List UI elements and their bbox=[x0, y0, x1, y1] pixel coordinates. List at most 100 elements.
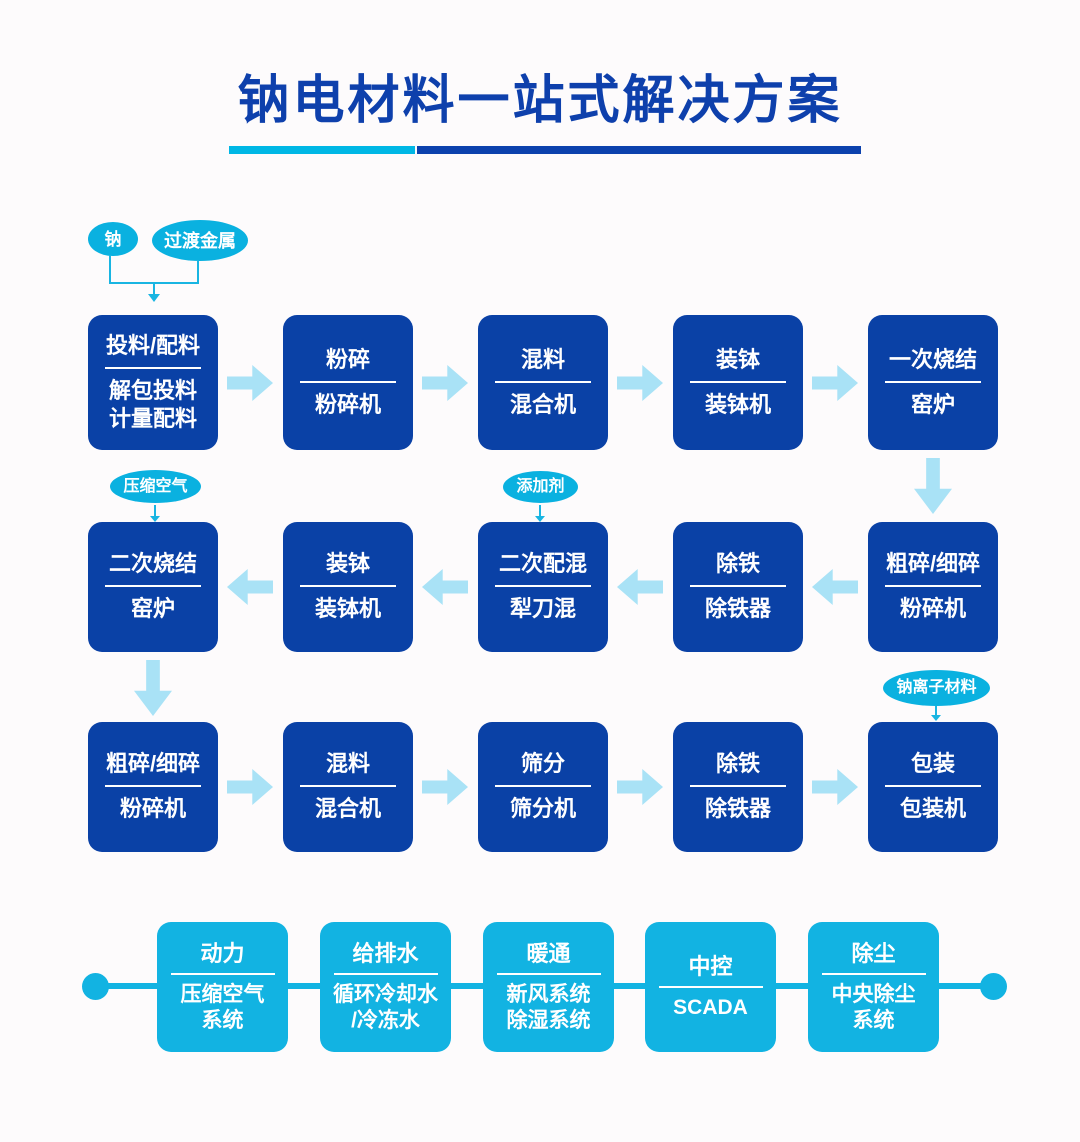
process-box-coarse-fine-crushing-2: 粗碎/细碎 粉碎机 bbox=[88, 722, 218, 852]
process-box-sagger-loading: 装钵 装钵机 bbox=[673, 315, 803, 450]
box-divider bbox=[658, 985, 763, 988]
box-title: 除铁 bbox=[715, 551, 760, 577]
box-subtitle: SCADA bbox=[673, 995, 748, 1019]
box-divider bbox=[495, 585, 591, 588]
box-title: 粉碎 bbox=[325, 346, 370, 372]
page-title: 钠电材料一站式解决方案 bbox=[237, 72, 843, 130]
flow-arrow-right-icon bbox=[812, 365, 858, 401]
flow-arrow-right-icon bbox=[422, 365, 468, 401]
box-divider bbox=[690, 585, 786, 588]
box-divider bbox=[333, 973, 438, 976]
box-divider bbox=[821, 973, 926, 976]
utilities-rail-dot-right bbox=[980, 973, 1007, 1000]
process-box-sagger-loading-2: 装钵 装钵机 bbox=[283, 522, 413, 652]
box-subtitle: 中央除尘 系统 bbox=[831, 983, 916, 1032]
box-divider bbox=[300, 785, 396, 788]
box-subtitle: 犁刀混 bbox=[509, 596, 576, 622]
mini-arrow-down-icon bbox=[149, 505, 161, 522]
box-subtitle: 包装机 bbox=[899, 796, 966, 822]
box-subtitle: 循环冷却水 /冷冻水 bbox=[333, 983, 438, 1032]
mini-arrow-down-icon bbox=[930, 706, 942, 721]
flow-arrow-right-icon bbox=[227, 769, 273, 805]
box-subtitle: 混合机 bbox=[314, 796, 381, 822]
box-divider bbox=[495, 380, 591, 383]
box-title: 混料 bbox=[520, 346, 565, 372]
flow-arrow-right-icon bbox=[422, 769, 468, 805]
merge-connector-icon bbox=[109, 255, 199, 302]
box-divider bbox=[105, 367, 201, 370]
box-divider bbox=[885, 785, 981, 788]
box-title: 二次烧结 bbox=[108, 551, 197, 577]
box-subtitle: 粉碎机 bbox=[899, 596, 966, 622]
output-oval-sodium-ion-material: 钠离子材料 bbox=[883, 670, 990, 706]
box-title: 装钵 bbox=[325, 551, 370, 577]
flow-arrow-left-icon bbox=[422, 569, 468, 605]
box-title: 除铁 bbox=[715, 751, 760, 777]
box-subtitle: 装钵机 bbox=[704, 391, 771, 417]
process-box-sieving: 筛分 筛分机 bbox=[478, 722, 608, 852]
box-divider bbox=[170, 973, 275, 976]
flow-arrow-down-icon bbox=[134, 660, 172, 716]
box-subtitle: 解包投料 计量配料 bbox=[108, 378, 197, 431]
box-divider bbox=[496, 973, 601, 976]
process-box-primary-sintering: 一次烧结 窑炉 bbox=[868, 315, 998, 450]
mini-arrow-down-icon bbox=[534, 505, 546, 522]
flow-arrow-right-icon bbox=[617, 769, 663, 805]
box-divider bbox=[105, 585, 201, 588]
box-subtitle: 窑炉 bbox=[910, 391, 955, 417]
process-box-secondary-sintering: 二次烧结 窑炉 bbox=[88, 522, 218, 652]
box-divider bbox=[300, 585, 396, 588]
box-subtitle: 压缩空气 系统 bbox=[180, 983, 265, 1032]
box-title: 粗碎/细碎 bbox=[885, 551, 981, 577]
utility-box-central-control: 中控 SCADA bbox=[645, 922, 776, 1052]
box-subtitle: 新风系统 除湿系统 bbox=[506, 983, 591, 1032]
box-divider bbox=[105, 785, 201, 788]
utility-box-hvac: 暖通 新风系统 除湿系统 bbox=[483, 922, 614, 1052]
utilities-rail-dot-left bbox=[82, 973, 109, 1000]
box-title: 除尘 bbox=[851, 940, 896, 966]
box-title: 给排水 bbox=[352, 940, 419, 966]
box-subtitle: 筛分机 bbox=[509, 796, 576, 822]
utility-box-power: 动力 压缩空气 系统 bbox=[157, 922, 288, 1052]
process-box-iron-removal-1: 除铁 除铁器 bbox=[673, 522, 803, 652]
process-box-feeding-batching: 投料/配料 解包投料 计量配料 bbox=[88, 315, 218, 450]
flow-arrow-right-icon bbox=[227, 365, 273, 401]
box-subtitle: 粉碎机 bbox=[314, 391, 381, 417]
input-oval-sodium: 钠 bbox=[88, 222, 138, 256]
box-subtitle: 粉碎机 bbox=[119, 796, 186, 822]
input-oval-transition-metal: 过渡金属 bbox=[152, 220, 248, 261]
flow-arrow-left-icon bbox=[617, 569, 663, 605]
flow-arrow-right-icon bbox=[812, 769, 858, 805]
box-divider bbox=[690, 380, 786, 383]
box-title: 一次烧结 bbox=[888, 346, 977, 372]
input-oval-additive: 添加剂 bbox=[503, 471, 578, 503]
box-title: 混料 bbox=[325, 751, 370, 777]
input-oval-compressed-air: 压缩空气 bbox=[110, 470, 201, 503]
process-box-mixing: 混料 混合机 bbox=[478, 315, 608, 450]
flow-arrow-left-icon bbox=[227, 569, 273, 605]
flow-arrow-down-icon bbox=[914, 458, 952, 514]
process-box-mixing-2: 混料 混合机 bbox=[283, 722, 413, 852]
box-divider bbox=[300, 380, 396, 383]
title-underline-cyan bbox=[229, 146, 415, 154]
box-title: 暖通 bbox=[526, 940, 571, 966]
box-title: 中控 bbox=[688, 953, 733, 979]
box-divider bbox=[885, 380, 981, 383]
process-box-coarse-fine-crushing-1: 粗碎/细碎 粉碎机 bbox=[868, 522, 998, 652]
box-title: 二次配混 bbox=[498, 551, 587, 577]
title-underline-blue bbox=[417, 146, 861, 154]
box-title: 筛分 bbox=[520, 751, 565, 777]
box-divider bbox=[690, 785, 786, 788]
box-divider bbox=[495, 785, 591, 788]
process-box-packing: 包装 包装机 bbox=[868, 722, 998, 852]
utility-box-water-supply: 给排水 循环冷却水 /冷冻水 bbox=[320, 922, 451, 1052]
box-title: 装钵 bbox=[715, 346, 760, 372]
box-title: 粗碎/细碎 bbox=[105, 751, 201, 777]
box-title: 投料/配料 bbox=[105, 332, 201, 358]
flow-arrow-right-icon bbox=[617, 365, 663, 401]
box-subtitle: 混合机 bbox=[509, 391, 576, 417]
box-subtitle: 窑炉 bbox=[130, 596, 175, 622]
box-title: 包装 bbox=[910, 751, 955, 777]
flow-arrow-left-icon bbox=[812, 569, 858, 605]
